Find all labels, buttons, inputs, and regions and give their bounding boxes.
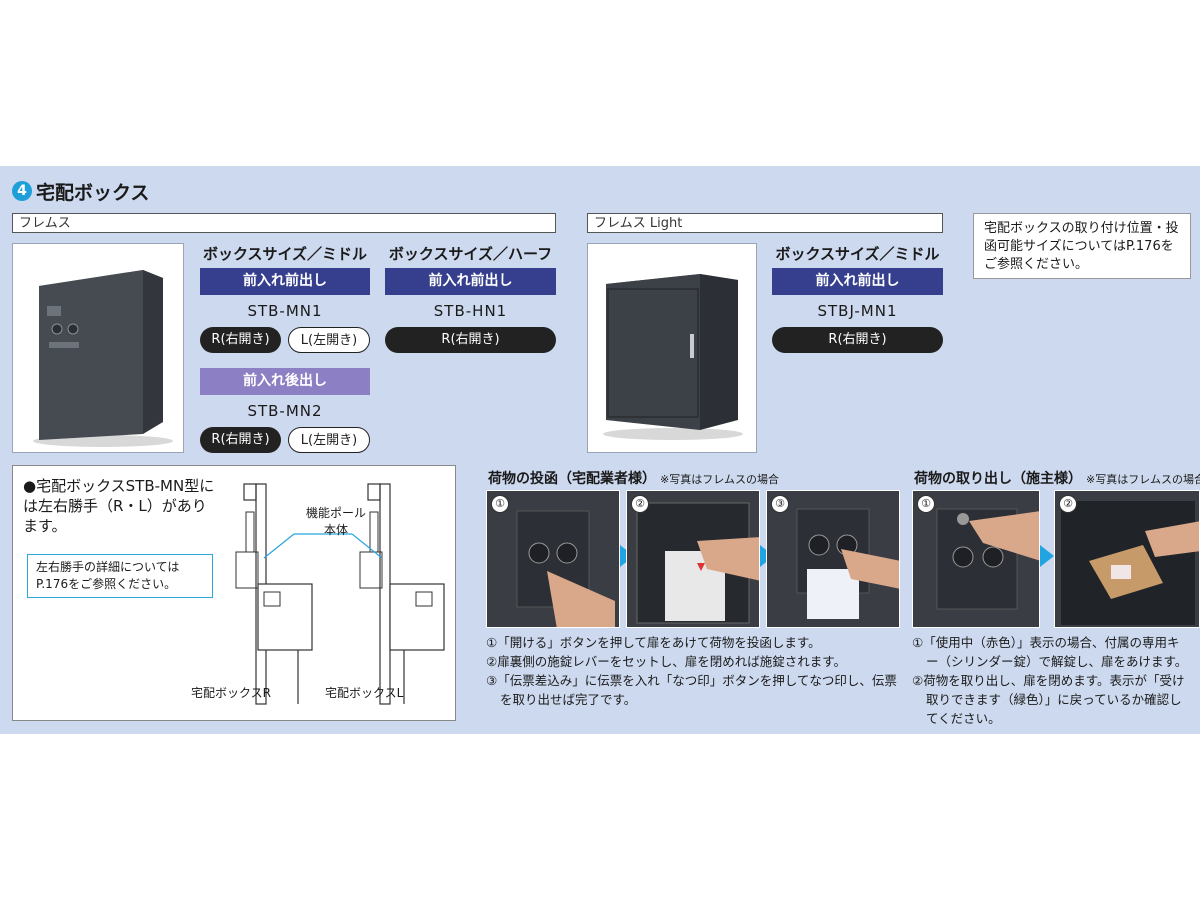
arrow-icon [1040, 545, 1054, 567]
label-box-l: 宅配ボックスL [325, 686, 404, 700]
pill-right-open: R(右開き) [200, 327, 281, 353]
pickup-title: 荷物の取り出し（施主様） [914, 471, 1082, 487]
step-number: ① [491, 495, 509, 513]
step-number: ② [1059, 495, 1077, 513]
handedness-note: 左右勝手の詳細についてはP.176をご参照ください。 [27, 554, 213, 598]
pill-left-open: L(左開き) [288, 327, 370, 353]
pickup-heading: 荷物の取り出し（施主様） ※写真はフレムスの場合 [914, 468, 1200, 488]
model-stb-mn1: STB-MN1 [247, 302, 323, 320]
pickup-steps: ①「使用中（赤色）」表示の場合、付属の専用キー（シリンダー錠）で解錠し、扉をあけ… [912, 633, 1190, 728]
delivery-box-light-illustration [588, 244, 756, 452]
pole-label-line1: 機能ポール [305, 506, 366, 520]
delivery-note: ※写真はフレムスの場合 [660, 473, 779, 486]
pickup-step-1: ①「使用中（赤色）」表示の場合、付属の専用キー（シリンダー錠）で解錠し、扉をあけ… [912, 635, 1188, 669]
handedness-diagram [235, 483, 445, 705]
section-title: 4 宅配ボックス [12, 178, 149, 204]
pickup-note: ※写真はフレムスの場合 [1086, 473, 1200, 486]
step-number: ① [917, 495, 935, 513]
box-size-middle-heading-light: ボックスサイズ／ミドル [775, 245, 940, 263]
delivery-title: 荷物の投函（宅配業者様） [488, 471, 656, 487]
type-front-front-bar: 前入れ前出し [200, 268, 370, 295]
model-stbj-mn1: STBJ-MN1 [817, 302, 898, 320]
product-photo-flems-light [587, 243, 757, 453]
package-pickup-illustration [1061, 501, 1199, 625]
key-unlock-illustration [936, 508, 1039, 610]
box-size-half-heading: ボックスサイズ／ハーフ [388, 245, 553, 263]
delivery-steps: ①「開ける」ボタンを押して扉をあけて荷物を投函します。 ②扉裏側の施錠レバーをセ… [486, 633, 900, 709]
step-number: ③ [771, 495, 789, 513]
door-lever-illustration [636, 502, 759, 624]
pill-right-open-half: R(右開き) [385, 327, 556, 353]
handedness-bullet-text: ●宅配ボックスSTB-MN型には左右勝手（R・L）があります。 [23, 477, 215, 535]
delivery-step-2: ②扉裏側の施錠レバーをセットし、扉を閉めれば施錠されます。 [486, 654, 846, 669]
type-front-back-bar: 前入れ後出し [200, 368, 370, 395]
delivery-step-1-photo: ① [486, 490, 620, 628]
box-size-middle-heading: ボックスサイズ／ミドル [202, 245, 368, 263]
delivery-step-2-photo: ② [626, 490, 760, 628]
pole-label: 機能ポール 本体 [281, 504, 391, 538]
reference-note: 宅配ボックスの取り付け位置・投函可能サイズについてはP.176をご参照ください。 [973, 213, 1191, 279]
type-front-front-bar-light: 前入れ前出し [772, 268, 943, 295]
handedness-panel: ●宅配ボックスSTB-MN型には左右勝手（R・L）があります。 左右勝手の詳細に… [12, 465, 456, 721]
delivery-heading: 荷物の投函（宅配業者様） ※写真はフレムスの場合 [488, 468, 779, 488]
pickup-step-2: ②荷物を取り出し、扉を閉めます。表示が「受け取りできます（緑色）」に戻っているか… [912, 673, 1185, 726]
delivery-box-illustration [13, 244, 183, 452]
type-front-front-bar-half: 前入れ前出し [385, 268, 556, 295]
model-stb-hn1: STB-HN1 [433, 302, 508, 320]
delivery-step-3: ③「伝票差込み」に伝票を入れ「なつ印」ボタンを押してなつ印し、伝票を取り出せば完… [486, 673, 897, 707]
step-number: ② [631, 495, 649, 513]
pickup-step-1-photo: ① [912, 490, 1040, 628]
pill-left-open-2: L(左開き) [288, 427, 370, 453]
pickup-step-2-photo: ② [1054, 490, 1200, 628]
pill-right-open-2: R(右開き) [200, 427, 281, 453]
section-title-text: 宅配ボックス [36, 181, 150, 204]
delivery-step-1: ①「開ける」ボタンを押して扉をあけて荷物を投函します。 [486, 635, 821, 650]
pole-label-line2: 本体 [323, 523, 348, 537]
series-bar-flems: フレムス [12, 213, 556, 233]
product-photo-flems [12, 243, 184, 453]
label-box-r: 宅配ボックスR [191, 686, 271, 700]
pill-right-open-light: R(右開き) [772, 327, 943, 353]
delivery-step-3-photo: ③ [766, 490, 900, 628]
section-number-badge: 4 [12, 181, 32, 201]
keypad-illustration [516, 510, 615, 627]
series-bar-flems-light: フレムス Light [587, 213, 943, 233]
model-stb-mn2: STB-MN2 [247, 402, 323, 420]
stamp-illustration [796, 508, 899, 619]
